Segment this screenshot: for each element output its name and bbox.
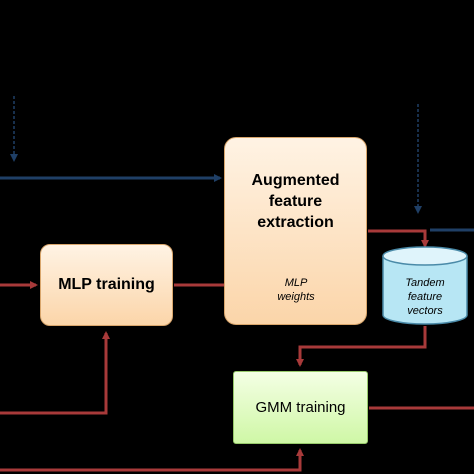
augmented-feature-extraction-box: Augmented feature extraction [224,137,367,325]
tandem-to-gmm-arrow [296,326,427,367]
augmented-to-tandem-arrow [368,229,429,248]
aug-line-2: feature [268,193,323,210]
tandem-feature-vectors-cylinder [382,246,468,325]
aug-line-1: Augmented [251,172,340,189]
tandem-line-1: Tandem [405,277,445,289]
mlp-weights-line-2: weights [277,291,315,303]
tandem-line-2: feature [407,291,443,303]
bottom-left-feedback-arrow [0,331,110,415]
augmented-feature-extraction-label: Augmented feature extraction [225,170,366,233]
aug-line-3: extraction [257,214,334,231]
mlp-weights-label: MLP weights [256,276,336,304]
gmm-training-box: GMM training [233,371,368,444]
gmm-training-label: GMM training [255,399,346,416]
tandem-feature-vectors-label: Tandem feature vectors [383,276,467,318]
bottom-input-to-gmm-arrow [0,448,304,472]
mlp-weights-line-1: MLP [284,277,308,289]
mlp-training-label: MLP training [58,276,155,293]
tandem-line-3: vectors [407,305,443,317]
mlp-training-box: MLP training [40,244,173,326]
